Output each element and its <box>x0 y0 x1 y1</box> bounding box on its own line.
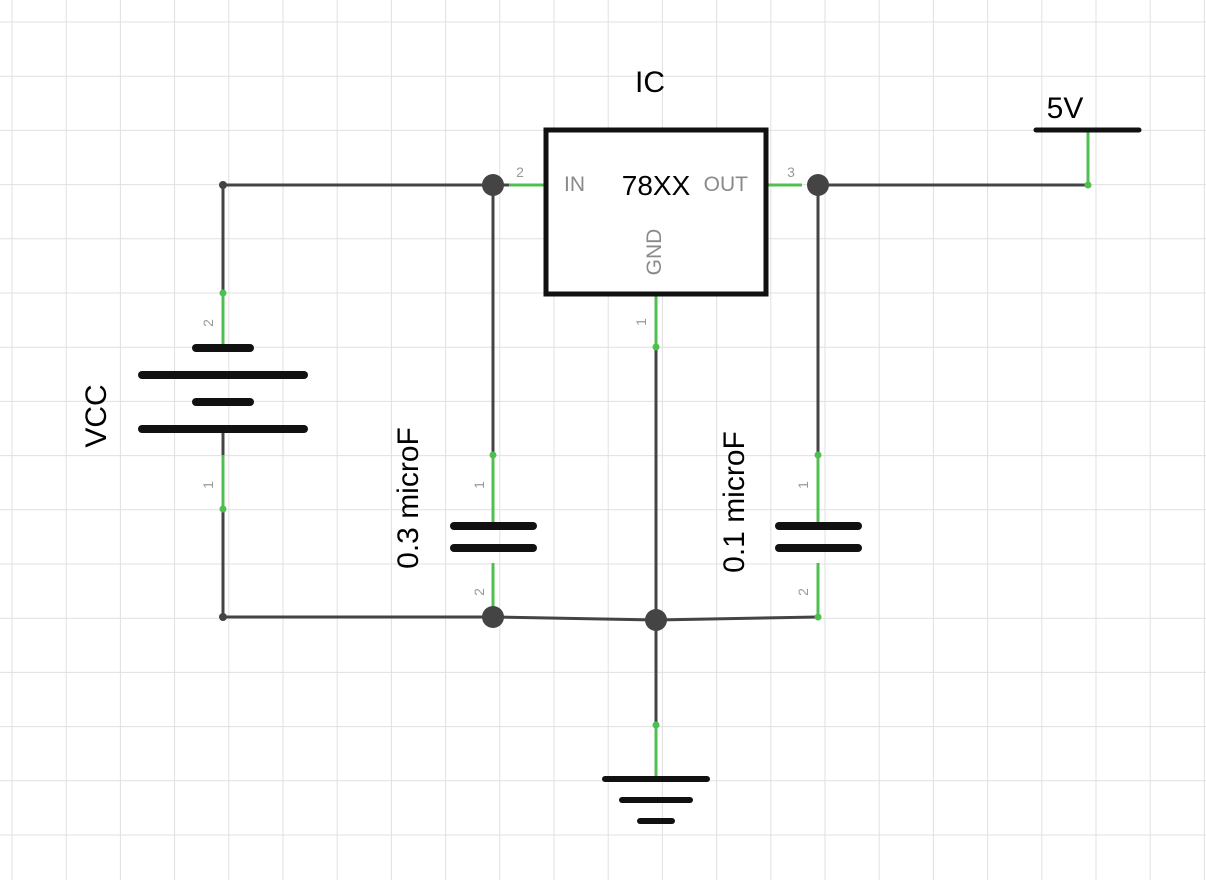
output-capacitor-label: 0.1 microF <box>718 431 751 573</box>
pin-endpoint <box>1084 181 1092 189</box>
regulator-part-value: 78XX <box>622 170 691 201</box>
regulator-pin-in-name: IN <box>564 173 585 196</box>
output-rail-label: 5V <box>1047 92 1084 125</box>
pin-endpoint <box>814 451 822 459</box>
wires <box>221 183 1090 727</box>
output-capacitor-pin-bottom-number: 2 <box>795 588 811 596</box>
voltage-regulator[interactable]: IC 78XX IN OUT GND 2 3 1 <box>516 66 795 326</box>
input-capacitor-pin-bottom-number: 2 <box>471 588 487 596</box>
junctions <box>482 174 829 631</box>
regulator-pin-gnd-number: 1 <box>633 318 649 326</box>
regulator-pin-out-number: 3 <box>787 164 795 180</box>
pin-endpoints <box>219 181 1092 729</box>
pin-stubs <box>221 131 1090 778</box>
output-capacitor-pin-top-number: 1 <box>795 481 811 489</box>
junction-ground-center[interactable] <box>645 609 667 631</box>
pin-endpoint <box>489 451 497 459</box>
regulator-pin-in-number: 2 <box>516 164 524 180</box>
regulator-body[interactable] <box>543 127 769 297</box>
wire-corners <box>219 181 227 621</box>
regulator-ref-label: IC <box>635 66 665 99</box>
battery-pin-top-number: 2 <box>200 319 216 327</box>
junction-output[interactable] <box>807 174 829 196</box>
output-capacitor[interactable] <box>775 522 862 552</box>
battery-label: VCC <box>80 384 113 447</box>
pin-endpoint <box>219 505 227 513</box>
junction-ground-left[interactable] <box>482 606 504 628</box>
wire-ground-bus-mid[interactable] <box>491 615 658 622</box>
pin-endpoint <box>814 613 822 621</box>
wire-ground-bus-right[interactable] <box>654 615 820 622</box>
wire-corner <box>219 613 227 621</box>
input-capacitor[interactable] <box>450 522 537 552</box>
input-capacitor-label: 0.3 microF <box>392 427 425 569</box>
ground-symbol[interactable] <box>602 776 710 824</box>
battery-pin-bottom-number: 1 <box>200 481 216 489</box>
output-rail[interactable]: 5V <box>1033 92 1142 133</box>
junction-input[interactable] <box>482 174 504 196</box>
regulator-pin-gnd-name: GND <box>643 229 666 276</box>
pin-endpoint <box>219 289 227 297</box>
input-capacitor-pin-top-number: 1 <box>471 481 487 489</box>
pin-endpoint <box>652 721 660 729</box>
regulator-pin-out-name: OUT <box>704 173 749 196</box>
wire-corner <box>219 181 227 189</box>
pin-endpoint <box>652 343 660 351</box>
battery[interactable] <box>138 344 308 433</box>
